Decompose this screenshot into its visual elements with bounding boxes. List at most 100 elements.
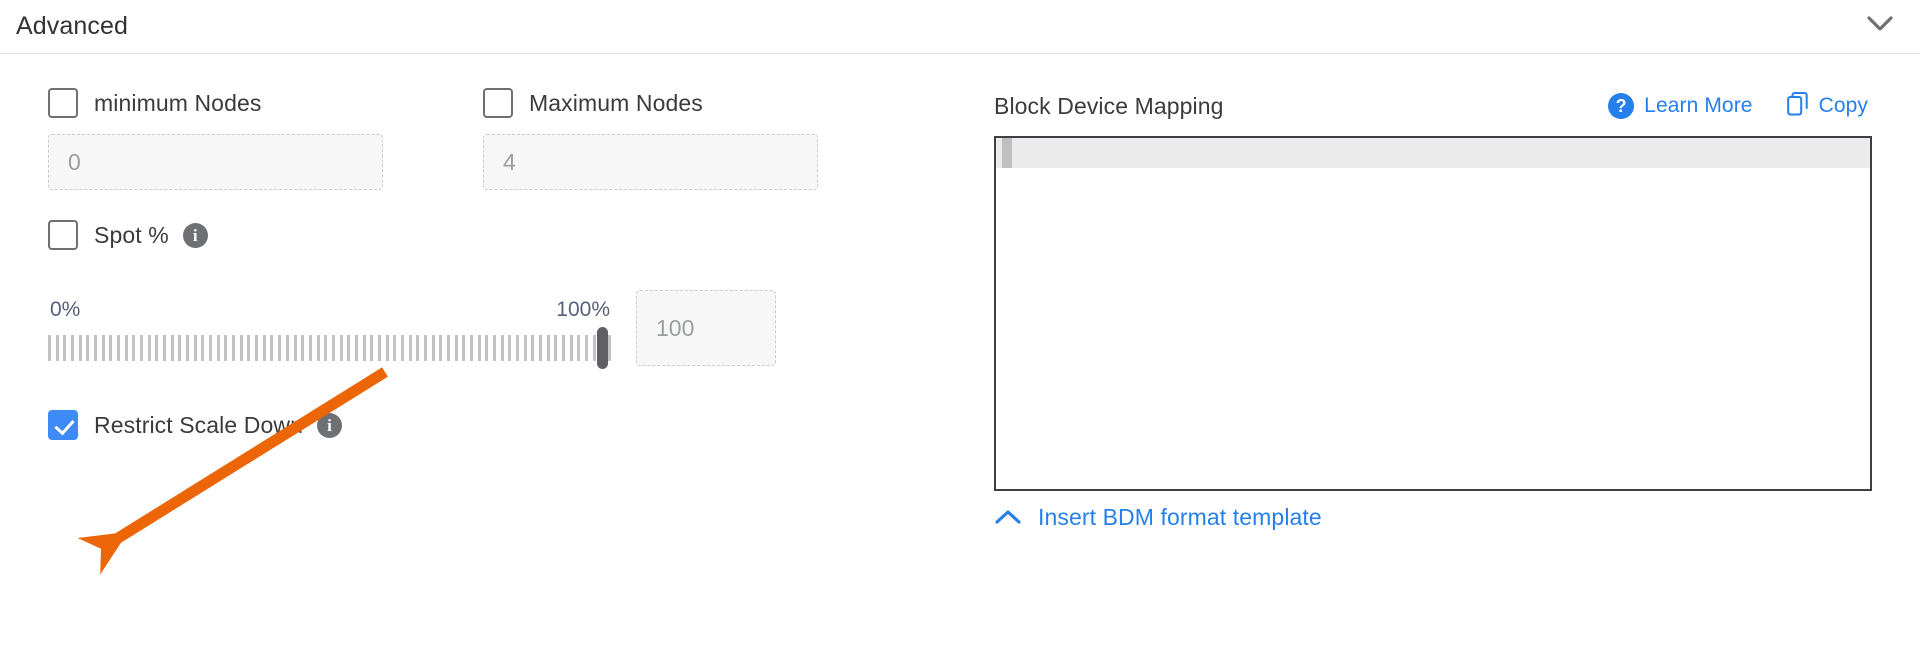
slider-tick — [562, 335, 566, 361]
page-title: Advanced — [16, 12, 128, 40]
slider-tick — [209, 335, 213, 361]
slider-tick — [539, 335, 542, 361]
slider-tick — [469, 335, 473, 361]
slider-end-labels: 0% 100% — [48, 298, 612, 330]
spot-percent-value-input[interactable]: 100 — [636, 290, 776, 366]
slider-tick — [48, 335, 51, 361]
spot-percent-slider[interactable]: 0% 100% — [48, 298, 612, 369]
slider-tick — [186, 335, 190, 361]
slider-tick — [101, 335, 105, 361]
minimum-nodes-input[interactable]: 0 — [48, 134, 383, 190]
slider-tick — [523, 335, 527, 361]
slider-tick — [78, 335, 82, 361]
slider-tick — [462, 335, 466, 361]
slider-tick — [393, 335, 397, 361]
section-collapse-toggle[interactable] — [1858, 5, 1902, 49]
slider-tick — [362, 335, 366, 361]
slider-tick — [163, 335, 167, 361]
minimum-nodes-label: minimum Nodes — [94, 89, 262, 116]
block-device-mapping-editor[interactable] — [994, 136, 1872, 491]
slider-tick — [385, 335, 389, 361]
slider-tick — [301, 335, 305, 361]
slider-tick — [485, 335, 489, 361]
learn-more-link[interactable]: ? Learn More — [1608, 93, 1752, 119]
slider-tick — [147, 335, 151, 361]
editor-active-line — [996, 138, 1870, 168]
insert-bdm-template-link[interactable]: Insert BDM format template — [994, 504, 1322, 531]
slider-tick — [262, 335, 266, 361]
advanced-section-header[interactable]: Advanced — [0, 0, 1920, 54]
insert-bdm-template-label: Insert BDM format template — [1038, 504, 1322, 530]
spot-percent-checkbox[interactable] — [48, 220, 78, 250]
slider-track[interactable] — [48, 327, 612, 369]
node-limits-row: minimum Nodes 0 Maximum Nodes 4 — [48, 86, 918, 190]
maximum-nodes-input[interactable]: 4 — [483, 134, 818, 190]
slider-tick — [347, 335, 351, 361]
slider-tick — [155, 335, 159, 361]
slider-tick — [170, 335, 174, 361]
slider-tick — [63, 335, 67, 361]
maximum-nodes-checkbox[interactable] — [483, 88, 513, 118]
slider-tick — [354, 335, 358, 361]
spot-percent-checkbox-row[interactable]: Spot % i — [48, 218, 918, 252]
slider-tick — [117, 335, 121, 361]
slider-tick — [239, 335, 243, 361]
slider-tick — [255, 335, 259, 361]
scaling-options-column: minimum Nodes 0 Maximum Nodes 4 Spot % i… — [48, 86, 918, 442]
slider-tick — [71, 335, 75, 361]
slider-tick — [446, 335, 450, 361]
block-device-mapping-column: Block Device Mapping ? Learn More Copy — [994, 86, 1872, 531]
slider-tick — [546, 335, 550, 361]
maximum-nodes-field: Maximum Nodes 4 — [483, 86, 818, 190]
editor-line-content — [1012, 138, 1870, 168]
slider-tick — [454, 335, 458, 361]
copy-button[interactable]: Copy — [1786, 91, 1868, 121]
slider-tick — [370, 335, 374, 361]
slider-tick — [508, 335, 512, 361]
slider-tick — [109, 335, 113, 361]
slider-tick — [477, 335, 481, 361]
slider-ticks — [48, 335, 612, 361]
slider-tick — [416, 335, 420, 361]
slider-tick — [232, 335, 236, 361]
spot-percent-slider-block: 0% 100% 100 — [48, 290, 918, 369]
minimum-nodes-field: minimum Nodes 0 — [48, 86, 383, 190]
slider-tick — [423, 335, 427, 361]
slider-thumb[interactable] — [597, 327, 608, 369]
maximum-nodes-checkbox-row[interactable]: Maximum Nodes — [483, 86, 818, 120]
slider-tick — [492, 335, 496, 361]
slider-max-label: 100% — [556, 298, 610, 321]
slider-tick — [439, 335, 443, 361]
spot-percent-label: Spot % — [94, 221, 169, 248]
slider-tick — [94, 335, 98, 361]
slider-tick — [285, 335, 289, 361]
block-device-mapping-header: Block Device Mapping ? Learn More Copy — [994, 86, 1872, 126]
slider-tick — [316, 335, 320, 361]
chevron-down-icon — [1866, 15, 1894, 38]
slider-tick — [531, 335, 535, 361]
restrict-scale-down-row[interactable]: Restrict Scale Down i — [48, 408, 918, 442]
editor-gutter — [1002, 138, 1012, 168]
slider-tick — [124, 335, 128, 361]
restrict-scale-down-info-icon[interactable]: i — [316, 412, 342, 438]
learn-more-label: Learn More — [1644, 94, 1753, 117]
copy-icon — [1786, 91, 1809, 121]
slider-tick — [431, 335, 435, 361]
slider-tick — [324, 335, 328, 361]
minimum-nodes-checkbox-row[interactable]: minimum Nodes — [48, 86, 383, 120]
restrict-scale-down-label: Restrict Scale Down — [94, 411, 303, 438]
slider-tick — [339, 335, 343, 361]
slider-tick — [140, 335, 144, 361]
slider-tick — [592, 335, 596, 361]
slider-min-label: 0% — [50, 298, 81, 321]
slider-tick — [608, 335, 612, 361]
minimum-nodes-checkbox[interactable] — [48, 88, 78, 118]
slider-tick — [270, 335, 274, 361]
slider-tick — [86, 335, 90, 361]
restrict-scale-down-checkbox[interactable] — [48, 410, 78, 440]
slider-tick — [193, 335, 197, 361]
spot-percent-info-icon[interactable]: i — [182, 222, 208, 248]
help-circle-icon: ? — [1608, 93, 1635, 119]
slider-tick — [577, 335, 581, 361]
